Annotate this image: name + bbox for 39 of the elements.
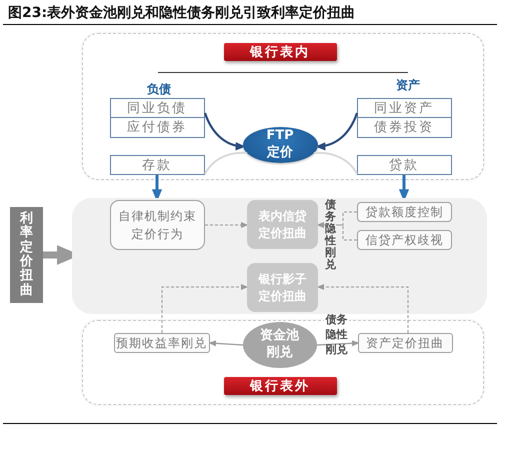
shaded-panel — [72, 198, 487, 314]
ellipse-node — [242, 126, 318, 162]
node-label: 预期收益率刚兑 — [116, 334, 207, 352]
rounded-box — [357, 230, 452, 250]
node-label: 应付债券 — [127, 119, 187, 136]
column-heading: 资产 — [396, 77, 420, 94]
node-label: 同业负债 — [127, 100, 187, 116]
item-box — [110, 116, 204, 138]
item-box — [110, 154, 204, 174]
rounded-box — [358, 332, 452, 352]
filled-box — [247, 200, 318, 249]
item-box — [110, 98, 204, 118]
rounded-box — [357, 202, 452, 222]
node-label: 自律机制约束定价行为 — [118, 208, 198, 243]
node-label: 贷款额度控制 — [366, 204, 444, 221]
node-label: 信贷产权歧视 — [366, 232, 444, 249]
title: 图23:表外资金池刚兑和隐性债务刚兑引致利率定价扭曲 — [8, 4, 356, 22]
vertical-label: 利率定价扭曲 — [20, 212, 33, 298]
item-box — [356, 154, 452, 174]
node-label: 资金池刚兑 — [259, 328, 300, 362]
item-box — [356, 116, 452, 138]
rounded-box — [110, 200, 205, 250]
node-label: 资产定价扭曲 — [366, 334, 444, 352]
edge-label: 债务隐性刚兑 — [324, 312, 350, 357]
section-banner — [224, 376, 336, 394]
vertical-banner — [10, 207, 43, 303]
item-box — [356, 98, 452, 118]
node-label: 债券投资 — [374, 119, 434, 136]
section-title: 银行表外 — [250, 378, 310, 394]
dashed-frame — [82, 33, 484, 180]
edge-label: 债务隐性刚兑 — [325, 199, 336, 272]
node-label: 存款 — [142, 156, 172, 174]
node-label: 同业资产 — [374, 100, 434, 116]
section-title: 银行表内 — [250, 44, 310, 60]
column-heading: 负债 — [147, 81, 171, 98]
node-label: FTP定价 — [265, 128, 295, 161]
filled-box — [247, 263, 318, 312]
section-banner — [224, 42, 336, 60]
node-label: 贷款 — [389, 156, 419, 174]
